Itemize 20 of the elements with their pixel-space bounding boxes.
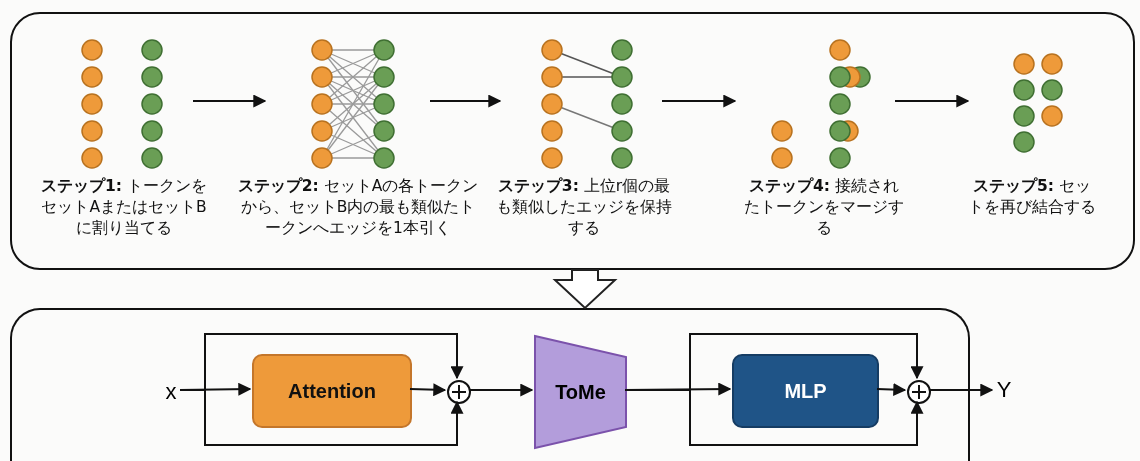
- step-caption: ステップ5: セットを再び結合する: [967, 176, 1097, 218]
- variable-label: x: [160, 378, 182, 406]
- trapezoid-block: ToMe: [534, 335, 627, 449]
- arrow: [894, 94, 970, 108]
- layer-box: Attention: [252, 354, 412, 428]
- arrow: [179, 389, 464, 446]
- step-caption: ステップ3: 上位r個の最も類似したエッジを保持する: [495, 176, 673, 239]
- arrow: [661, 94, 737, 108]
- adder-symbol: [907, 380, 931, 404]
- step-caption: ステップ4: 接続されたトークンをマージする: [743, 176, 905, 239]
- arrow: [429, 94, 502, 108]
- block-arrow: [552, 269, 618, 310]
- step-caption: ステップ2: セットAの各トークンから、セットB内の最も類似たトークンへエッジを1本引く: [236, 176, 480, 239]
- variable-label: Y: [992, 376, 1016, 404]
- panel: [10, 12, 1135, 270]
- step-caption: ステップ1: トークンをセットAまたはセットBに割り当てる: [40, 176, 208, 239]
- arrow: [192, 94, 267, 108]
- panel: [10, 308, 970, 461]
- adder-symbol: [447, 380, 471, 404]
- layer-box: MLP: [732, 354, 879, 428]
